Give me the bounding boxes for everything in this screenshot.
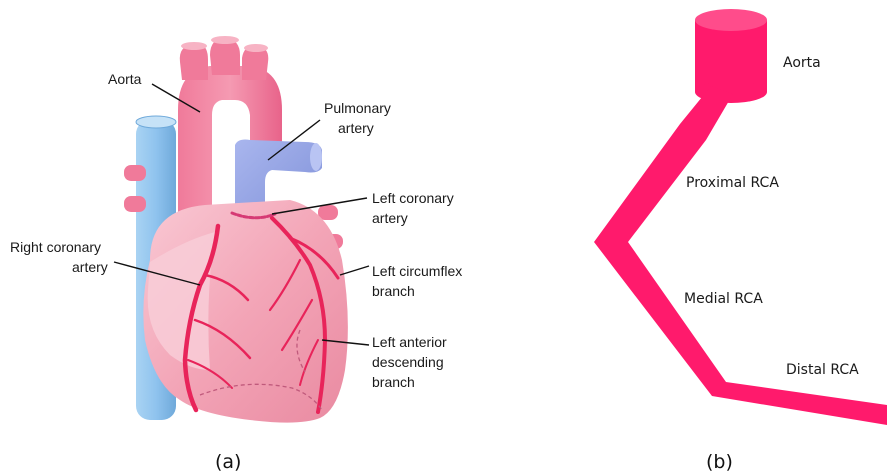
caption-a: (a) [215, 451, 241, 473]
label-b-proximal-rca: Proximal RCA [686, 175, 779, 191]
label-b-distal-rca: Distal RCA [786, 362, 859, 378]
panel-a-heart-illustration [124, 36, 348, 423]
label-lad-line3: branch [372, 374, 415, 390]
label-right-coronary-line1: Right coronary [10, 239, 101, 255]
label-pulmonary-artery-line2: artery [338, 120, 374, 136]
label-pulmonary-artery-line1: Pulmonary [324, 100, 391, 116]
label-left-coronary-line2: artery [372, 210, 408, 226]
caption-b: (b) [706, 451, 733, 473]
label-left-coronary-line1: Left coronary [372, 190, 454, 206]
label-lad-line2: descending [372, 354, 444, 370]
label-left-circumflex-line1: Left circumflex [372, 263, 462, 279]
aorta-cylinder [695, 9, 767, 103]
label-right-coronary-line2: artery [72, 259, 108, 275]
label-b-medial-rca: Medial RCA [684, 291, 763, 307]
label-aorta: Aorta [108, 71, 142, 87]
label-lad-line1: Left anterior [372, 334, 447, 350]
label-left-circumflex-line2: branch [372, 283, 415, 299]
label-b-aorta: Aorta [783, 55, 821, 71]
heart-body [143, 200, 348, 423]
aortic-arch [178, 36, 282, 225]
leader-left-circumflex [340, 266, 369, 275]
